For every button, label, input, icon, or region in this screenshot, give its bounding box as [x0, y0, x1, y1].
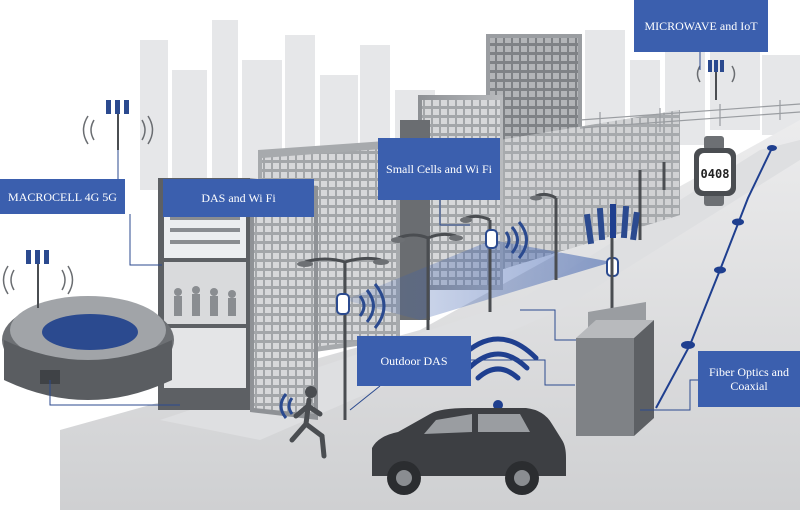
label-microwave: MICROWAVE and IoT	[634, 0, 768, 52]
label-macrocell: MACROCELL 4G 5G	[0, 179, 125, 214]
label-das-wifi: DAS and Wi Fi	[163, 179, 314, 217]
label-small-cells: Small Cells and Wi Fi	[378, 138, 500, 200]
label-fiber-optics: Fiber Optics and Coaxial	[698, 351, 800, 407]
smartwatch-icon: 0408	[694, 136, 736, 206]
watch-display-text: 0408	[701, 167, 730, 181]
stadium-icon	[2, 296, 174, 400]
label-outdoor-das: Outdoor DAS	[357, 336, 471, 386]
